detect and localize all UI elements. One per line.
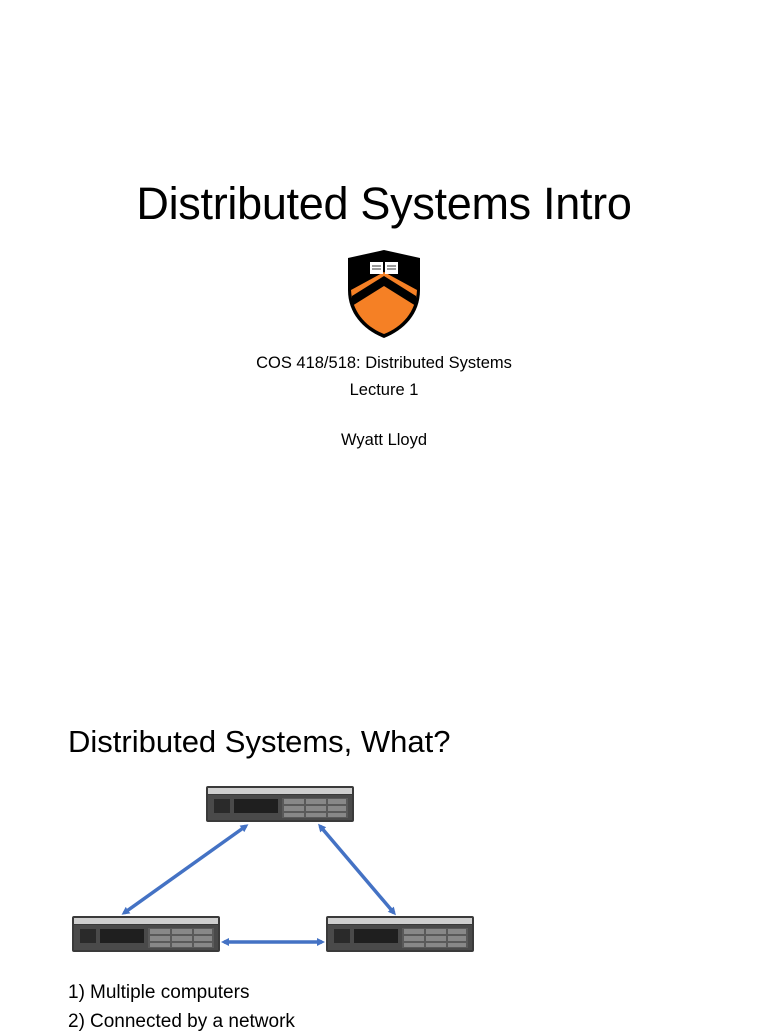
list-item: 2) Connected by a network (68, 1007, 295, 1036)
list-item: 1) Multiple computers (68, 978, 295, 1007)
server-left (72, 916, 220, 952)
title-slide: Distributed Systems Intro COS 418/518: D… (136, 178, 632, 449)
princeton-shield-icon (348, 250, 420, 338)
slide-title: Distributed Systems Intro (136, 178, 632, 229)
list-text: Multiple computers (90, 982, 250, 1003)
list-number: 1) (68, 982, 85, 1003)
course-name: COS 418/518: Distributed Systems (256, 354, 512, 372)
content-slide: Distributed Systems, What? (0, 680, 768, 1032)
arrow-top-right (318, 823, 396, 916)
definition-list: 1) Multiple computers 2) Connected by a … (68, 978, 295, 1036)
author-name: Wyatt Lloyd (340, 431, 428, 449)
server-right (326, 916, 474, 952)
network-diagram (72, 786, 474, 952)
list-text: Connected by a network (90, 1011, 295, 1032)
slide-title: Distributed Systems, What? (68, 724, 451, 759)
list-number: 2) (68, 1011, 85, 1032)
arrow-top-left (121, 824, 249, 915)
lecture-number: Lecture 1 (349, 381, 419, 399)
server-top (206, 786, 354, 822)
